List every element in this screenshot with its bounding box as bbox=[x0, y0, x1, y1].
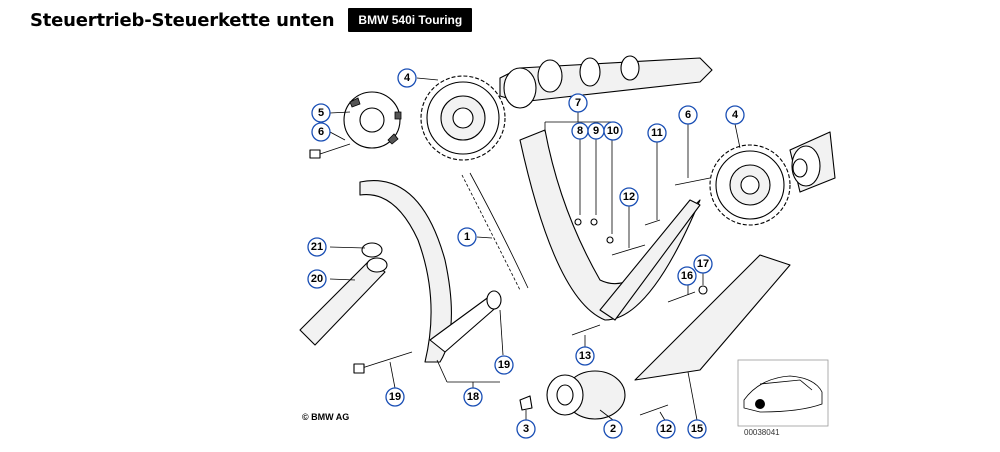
callout-2[interactable]: 2 bbox=[603, 419, 623, 439]
callout-18[interactable]: 19 bbox=[494, 355, 514, 375]
svg-text:7: 7 bbox=[575, 97, 581, 109]
page-header: Steuertrieb-Steuerkette unten BMW 540i T… bbox=[30, 8, 473, 32]
svg-text:4: 4 bbox=[404, 72, 411, 84]
callout-11[interactable]: 11 bbox=[647, 123, 667, 143]
svg-text:12: 12 bbox=[623, 191, 635, 203]
guide-rail-left bbox=[359, 180, 502, 363]
callout-9[interactable]: 9 bbox=[587, 122, 605, 140]
svg-text:20: 20 bbox=[311, 273, 323, 285]
camshaft-left bbox=[499, 55, 713, 109]
svg-text:16: 16 bbox=[681, 270, 693, 282]
svg-text:10: 10 bbox=[607, 125, 619, 137]
svg-text:11: 11 bbox=[651, 127, 663, 139]
bolt-13 bbox=[571, 324, 601, 336]
pin-11 bbox=[644, 219, 661, 226]
guide-rail-right bbox=[599, 199, 701, 321]
svg-text:21: 21 bbox=[311, 241, 323, 253]
svg-text:9: 9 bbox=[593, 125, 599, 137]
bolt-right bbox=[674, 177, 711, 186]
tensioner-rail bbox=[634, 254, 791, 381]
callout-16[interactable]: 17 bbox=[693, 254, 713, 274]
svg-text:6: 6 bbox=[318, 126, 324, 138]
svg-text:12: 12 bbox=[660, 423, 672, 435]
callout-20[interactable]: 20 bbox=[307, 269, 327, 289]
callout-3[interactable]: 3 bbox=[516, 419, 536, 439]
callout-21[interactable]: 21 bbox=[307, 237, 327, 257]
copyright-text: © BMW AG bbox=[302, 412, 350, 422]
callout-4-right[interactable]: 4 bbox=[725, 105, 745, 125]
page-title: Steuertrieb-Steuerkette unten bbox=[30, 9, 335, 31]
callout-12-upper[interactable]: 12 bbox=[619, 187, 639, 207]
bolt-15 bbox=[667, 285, 708, 303]
camshaft-sprocket-upper bbox=[420, 75, 506, 161]
callout-19[interactable]: 2019 bbox=[385, 387, 405, 407]
callout-12-lower[interactable]: 12 bbox=[656, 419, 676, 439]
trigger-wheel bbox=[343, 91, 402, 149]
svg-text:2: 2 bbox=[610, 423, 616, 435]
svg-text:13: 13 bbox=[579, 350, 591, 362]
svg-text:17: 17 bbox=[697, 258, 709, 270]
callout-13[interactable]: 13 bbox=[575, 346, 595, 366]
svg-text:1: 1 bbox=[464, 231, 470, 243]
vehicle-thumbnail bbox=[737, 359, 829, 427]
chain-guide-rail bbox=[519, 129, 701, 321]
svg-text:3: 3 bbox=[523, 423, 529, 435]
svg-text:19: 19 bbox=[389, 391, 401, 403]
callout-8[interactable]: 8 bbox=[571, 122, 589, 140]
camshaft-sprocket-right bbox=[709, 144, 791, 226]
svg-text:15: 15 bbox=[691, 423, 703, 435]
location-marker-icon bbox=[755, 399, 765, 409]
svg-text:6: 6 bbox=[685, 109, 691, 121]
tensioner-piston bbox=[299, 242, 388, 346]
svg-text:5: 5 bbox=[318, 107, 324, 119]
callout-14[interactable]: 15 bbox=[687, 419, 707, 439]
callout-4-upper[interactable]: 4 bbox=[397, 68, 417, 88]
callout-1[interactable]: 1 bbox=[457, 227, 477, 247]
callout-6-left[interactable]: 6 bbox=[311, 122, 331, 142]
thumbnail-code: 00038041 bbox=[744, 428, 780, 437]
callout-15[interactable]: 16 bbox=[677, 266, 697, 286]
crankshaft-sprocket bbox=[546, 370, 626, 420]
callout-6-right[interactable]: 6 bbox=[678, 105, 698, 125]
model-badge: BMW 540i Touring bbox=[348, 8, 473, 32]
svg-text:18: 18 bbox=[467, 391, 479, 403]
woodruff-key bbox=[519, 395, 533, 411]
bolt-12-upper bbox=[611, 244, 646, 256]
svg-text:19: 19 bbox=[498, 359, 510, 371]
svg-text:8: 8 bbox=[577, 125, 583, 137]
callout-17[interactable]: 18 bbox=[463, 387, 483, 407]
camshaft-right bbox=[789, 131, 836, 193]
callout-5[interactable]: 5 bbox=[311, 103, 331, 123]
timing-chain bbox=[461, 172, 529, 291]
bolt-19 bbox=[353, 351, 413, 374]
bolt-left bbox=[309, 143, 351, 159]
svg-text:4: 4 bbox=[732, 109, 739, 121]
washers bbox=[574, 218, 614, 244]
bolt-12-lower bbox=[639, 404, 669, 416]
callout-10[interactable]: 10 bbox=[603, 121, 623, 141]
leader-lines bbox=[329, 77, 741, 423]
callout-7[interactable]: 7 bbox=[568, 93, 588, 113]
